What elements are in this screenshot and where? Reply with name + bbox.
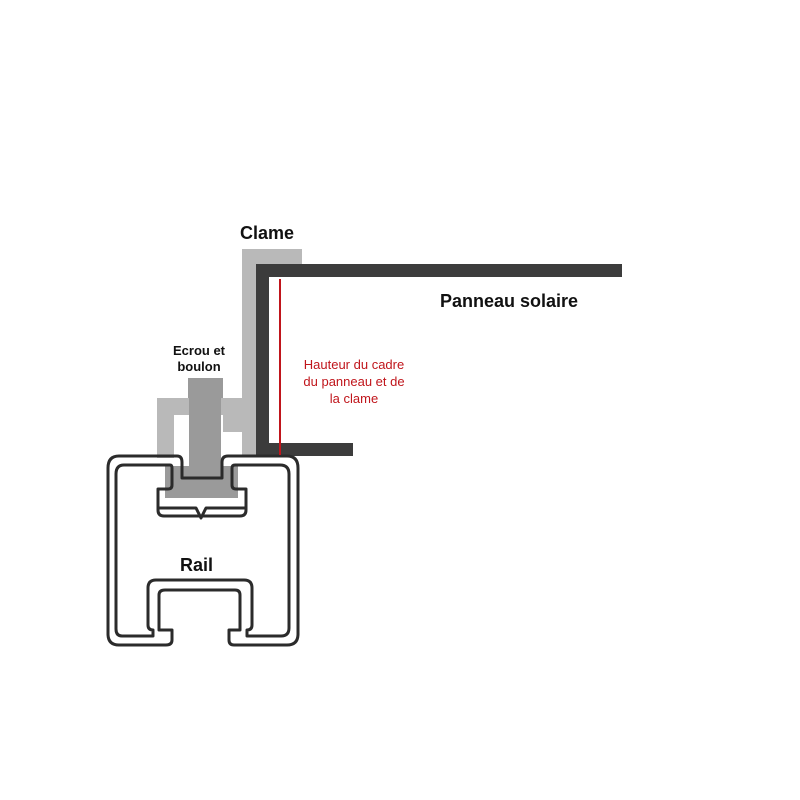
rail-outer-outline xyxy=(106,454,300,647)
panel-frame-top xyxy=(256,264,622,277)
nut xyxy=(188,378,223,398)
rail-channel-notch xyxy=(158,506,246,520)
clamp-top-tab xyxy=(242,249,302,264)
clamp-left-leg xyxy=(157,398,174,458)
clamp-label: Clame xyxy=(240,223,295,243)
panel-frame-bottom xyxy=(256,443,353,456)
panel-frame-side xyxy=(256,264,269,456)
frame-height-label-line1: Hauteur du cadre xyxy=(303,357,405,372)
rail-inner-outline xyxy=(114,463,291,638)
frame-height-label-line3: la clame xyxy=(329,391,379,406)
nut-bolt-label-line2: boulon xyxy=(177,359,221,374)
frame-height-label-line2: du panneau et de xyxy=(303,374,405,389)
bolt-shaft xyxy=(189,398,221,466)
nut-and-bolt xyxy=(165,378,238,498)
clamp-right-leg xyxy=(223,410,244,432)
frame-height-label: Hauteur du cadre du panneau et de la cla… xyxy=(286,356,422,407)
bolt-head xyxy=(165,466,238,498)
rail-label: Rail xyxy=(180,555,214,575)
nut-bolt-label-line1: Ecrou et xyxy=(172,343,225,358)
solar-panel-label: Panneau solaire xyxy=(440,291,579,311)
rail-profile xyxy=(106,454,300,647)
nut-bolt-label: Ecrou et boulon xyxy=(160,343,238,375)
clamp-vertical-wall xyxy=(242,249,256,455)
